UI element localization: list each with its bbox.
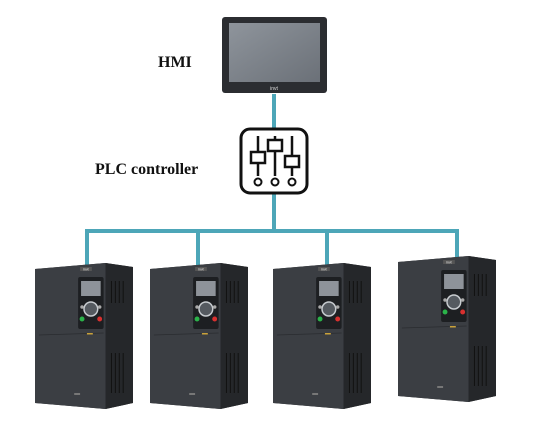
inverter-drive-3	[272, 262, 372, 410]
hmi-device: invt	[222, 17, 327, 93]
inverter-drive-2	[149, 262, 249, 410]
plc-controller-icon	[239, 127, 309, 195]
hmi-brand-logo: invt	[270, 86, 278, 92]
plc-controller-label: PLC controller	[95, 161, 199, 178]
hmi-label: HMI	[158, 54, 192, 71]
inverter-drive-4	[397, 255, 497, 403]
inverter-drive-1	[34, 262, 134, 410]
bus-connections	[85, 94, 459, 266]
